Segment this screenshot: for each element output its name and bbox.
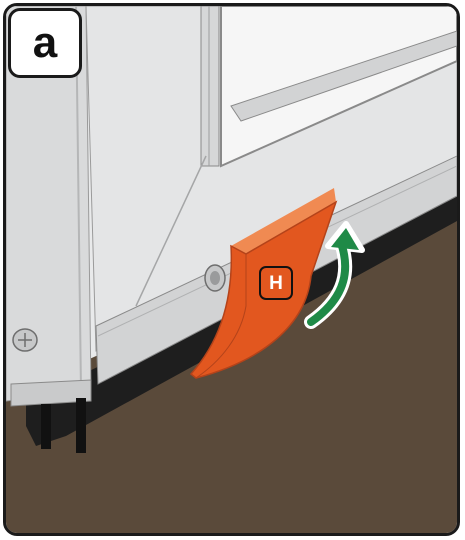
screw-head-icon: [205, 265, 225, 291]
screw-head-icon: [13, 329, 37, 351]
door-rail: [201, 6, 219, 166]
illustration-frame: a H: [3, 3, 460, 536]
step-label: a: [8, 8, 82, 78]
part-label-h: H: [259, 266, 293, 300]
door-threshold-illustration: [6, 6, 457, 533]
